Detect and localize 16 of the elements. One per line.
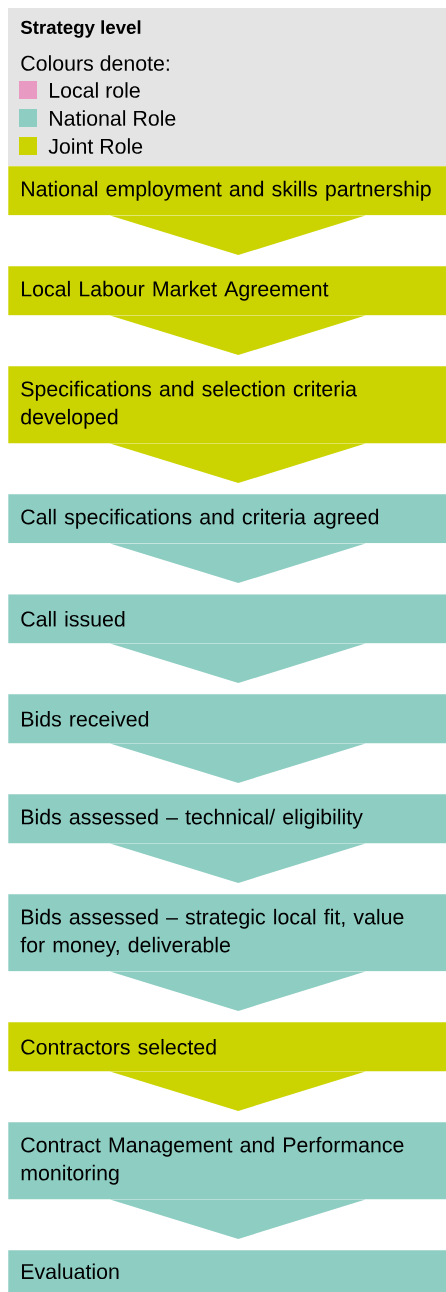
node-label: Bids received: [22, 710, 149, 727]
legend-label: Local role: [50, 82, 140, 98]
node-label: Bids assessed – strategic local fit, value for money, deliverable: [20, 908, 404, 957]
note: Colours denote:: [21, 55, 169, 71]
node-label: Contract Management and Performance monitoring: [21, 1136, 404, 1185]
node-label: Contractors selected: [21, 1038, 216, 1055]
legend-label: Joint Role: [48, 138, 143, 154]
legend-label: National Role: [50, 110, 176, 126]
node-label: Specifications and selection criteria developed: [21, 380, 357, 429]
process-band: Evaluation: [8, 1250, 446, 1292]
node-label: Bids assessed – technical/ eligibility: [22, 808, 363, 829]
node-label: Call specifications and criteria agreed: [21, 508, 379, 529]
node-label: Call issued: [21, 610, 125, 627]
node-label: National employment and skills partnership: [22, 180, 431, 201]
heading: Strategy level: [20, 20, 141, 38]
node-label: Local Labour Market Agreement: [22, 280, 329, 301]
